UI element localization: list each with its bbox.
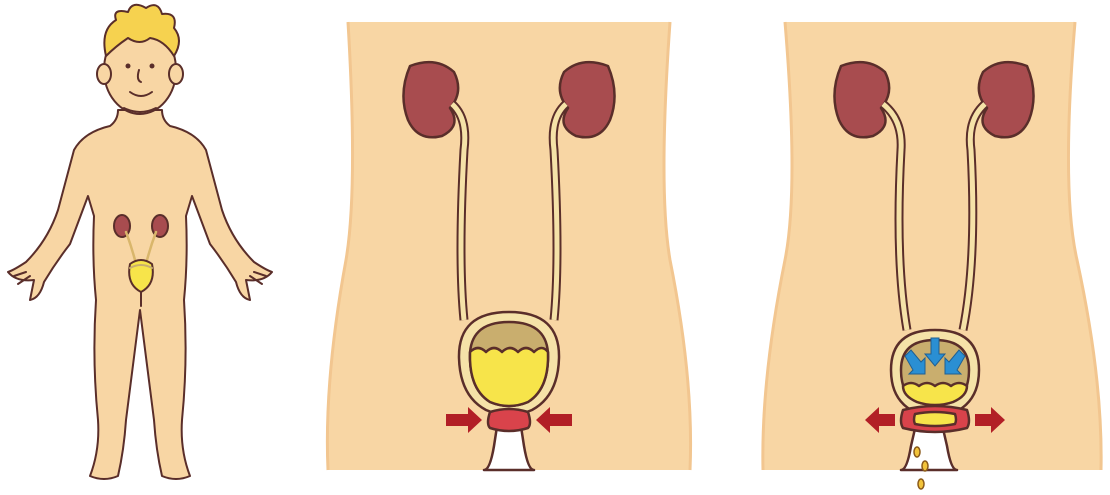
child-figure-panel — [0, 0, 300, 495]
sphincter-closed — [488, 409, 530, 431]
kidney-right — [979, 62, 1034, 137]
kidney-left — [834, 62, 889, 137]
kidney-right — [560, 62, 615, 137]
bladder-closed-panel — [318, 0, 700, 495]
kidney-left — [403, 62, 458, 137]
bladder-closed-diagram — [318, 0, 700, 495]
child-figure — [0, 0, 300, 495]
bladder-open-panel — [745, 0, 1110, 495]
bladder-open-diagram — [745, 0, 1110, 495]
